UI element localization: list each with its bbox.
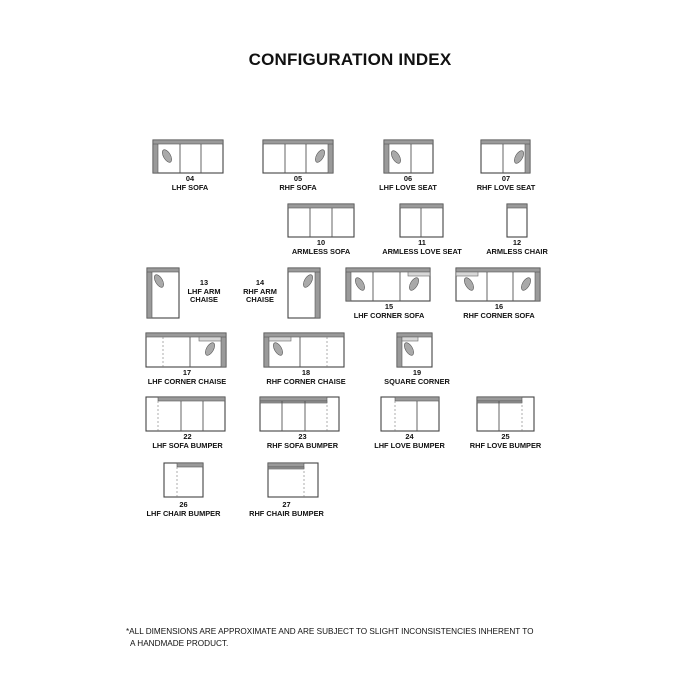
config-number: 22: [183, 432, 192, 441]
config-name: RHF CORNER CHAISE: [266, 376, 346, 386]
config-name: RHF LOVE BUMPER: [469, 440, 542, 450]
config-14-drawing: [287, 267, 321, 319]
config-name: RHF CHAIR BUMPER: [249, 508, 324, 518]
config-05-drawing: [262, 139, 334, 174]
config-name-line: CHAISE: [246, 295, 274, 305]
config-name: LHF CHAIR BUMPER: [146, 508, 221, 518]
config-27-drawing: [267, 462, 319, 498]
config-04-drawing: [152, 139, 224, 174]
config-16-drawing: [455, 267, 541, 302]
config-number: 11: [418, 238, 426, 247]
config-number: 05: [293, 174, 303, 183]
config-name: LHF SOFA BUMPER: [152, 440, 223, 450]
config-13-caption: 13 LHF ARM CHAISE: [184, 278, 224, 305]
config-name: RHF CORNER SOFA: [463, 310, 535, 320]
config-name-line: RHF ARM: [243, 286, 277, 296]
config-12-caption: 12 ARMLESS CHAIR: [477, 238, 557, 256]
config-name: LHF CORNER CHAISE: [147, 376, 227, 386]
config-name: LHF LOVE SEAT: [379, 182, 437, 192]
config-07-drawing: [480, 139, 531, 174]
config-number: 23: [298, 432, 307, 441]
config-27-caption: 27 RHF CHAIR BUMPER: [239, 500, 334, 518]
config-18-drawing: [263, 332, 345, 368]
config-number: 16: [494, 302, 504, 311]
config-06-drawing: [383, 139, 434, 174]
config-22-caption: 22 LHF SOFA BUMPER: [140, 432, 235, 450]
config-number: 18: [301, 368, 311, 377]
config-name: RHF LOVE SEAT: [476, 182, 536, 192]
config-17-drawing: [145, 332, 227, 368]
config-number: 26: [179, 500, 188, 509]
config-04-caption: 04 LHF SOFA: [150, 174, 230, 192]
config-06-caption: 06 LHF LOVE SEAT: [368, 174, 448, 192]
config-25-drawing: [476, 396, 535, 432]
config-name: SQUARE CORNER: [384, 376, 450, 386]
config-name-line: CHAISE: [190, 295, 218, 305]
config-name: LHF CORNER SOFA: [353, 310, 425, 320]
config-number: 13: [199, 278, 209, 287]
config-11-drawing: [399, 203, 444, 238]
config-26-drawing: [163, 462, 204, 498]
config-number: 04: [185, 174, 195, 183]
config-18-caption: 18 RHF CORNER CHAISE: [256, 368, 356, 386]
config-19-caption: 19 SQUARE CORNER: [372, 368, 462, 386]
config-number: 10: [316, 238, 326, 247]
config-24-caption: 24 LHF LOVE BUMPER: [362, 432, 457, 450]
config-name: RHF SOFA: [279, 182, 317, 192]
config-14-caption: 14 RHF ARM CHAISE: [240, 278, 280, 305]
config-17-caption: 17 LHF CORNER CHAISE: [137, 368, 237, 386]
config-10-drawing: [287, 203, 355, 238]
config-07-caption: 07 RHF LOVE SEAT: [466, 174, 546, 192]
config-12-drawing: [506, 203, 528, 238]
config-22-drawing: [145, 396, 226, 432]
config-23-drawing: [259, 396, 340, 432]
page-title: CONFIGURATION INDEX: [248, 50, 452, 69]
config-name: ARMLESS SOFA: [291, 246, 351, 256]
config-number: 15: [384, 302, 394, 311]
config-number: 06: [403, 174, 413, 183]
config-number: 14: [255, 278, 265, 287]
config-name: ARMLESS CHAIR: [486, 246, 548, 256]
config-11-caption: 11 ARMLESS LOVE SEAT: [372, 238, 472, 256]
config-13-drawing: [146, 267, 180, 319]
footnote-line-2: A HANDMADE PRODUCT.: [130, 638, 229, 648]
config-name: ARMLESS LOVE SEAT: [382, 246, 462, 256]
config-15-caption: 15 LHF CORNER SOFA: [344, 302, 434, 320]
config-number: 12: [512, 238, 522, 247]
config-15-drawing: [345, 267, 431, 302]
footnote-line-1: *ALL DIMENSIONS ARE APPROXIMATE AND ARE …: [126, 627, 534, 636]
footnote: *ALL DIMENSIONS ARE APPROXIMATE AND ARE …: [126, 626, 596, 649]
config-10-caption: 10 ARMLESS SOFA: [281, 238, 361, 256]
config-number: 17: [182, 368, 192, 377]
config-24-drawing: [380, 396, 440, 432]
config-number: 19: [412, 368, 422, 377]
config-23-caption: 23 RHF SOFA BUMPER: [255, 432, 350, 450]
config-19-drawing: [396, 332, 433, 368]
config-25-caption: 25 RHF LOVE BUMPER: [458, 432, 553, 450]
config-number: 27: [282, 500, 291, 509]
config-number: 07: [501, 174, 511, 183]
config-number: 24: [405, 432, 414, 441]
config-name: LHF SOFA: [171, 182, 209, 192]
config-16-caption: 16 RHF CORNER SOFA: [454, 302, 544, 320]
config-name-line: LHF ARM: [187, 286, 221, 296]
config-name: LHF LOVE BUMPER: [374, 440, 445, 450]
config-name: RHF SOFA BUMPER: [266, 440, 339, 450]
config-05-caption: 05 RHF SOFA: [258, 174, 338, 192]
config-number: 25: [501, 432, 510, 441]
config-26-caption: 26 LHF CHAIR BUMPER: [136, 500, 231, 518]
